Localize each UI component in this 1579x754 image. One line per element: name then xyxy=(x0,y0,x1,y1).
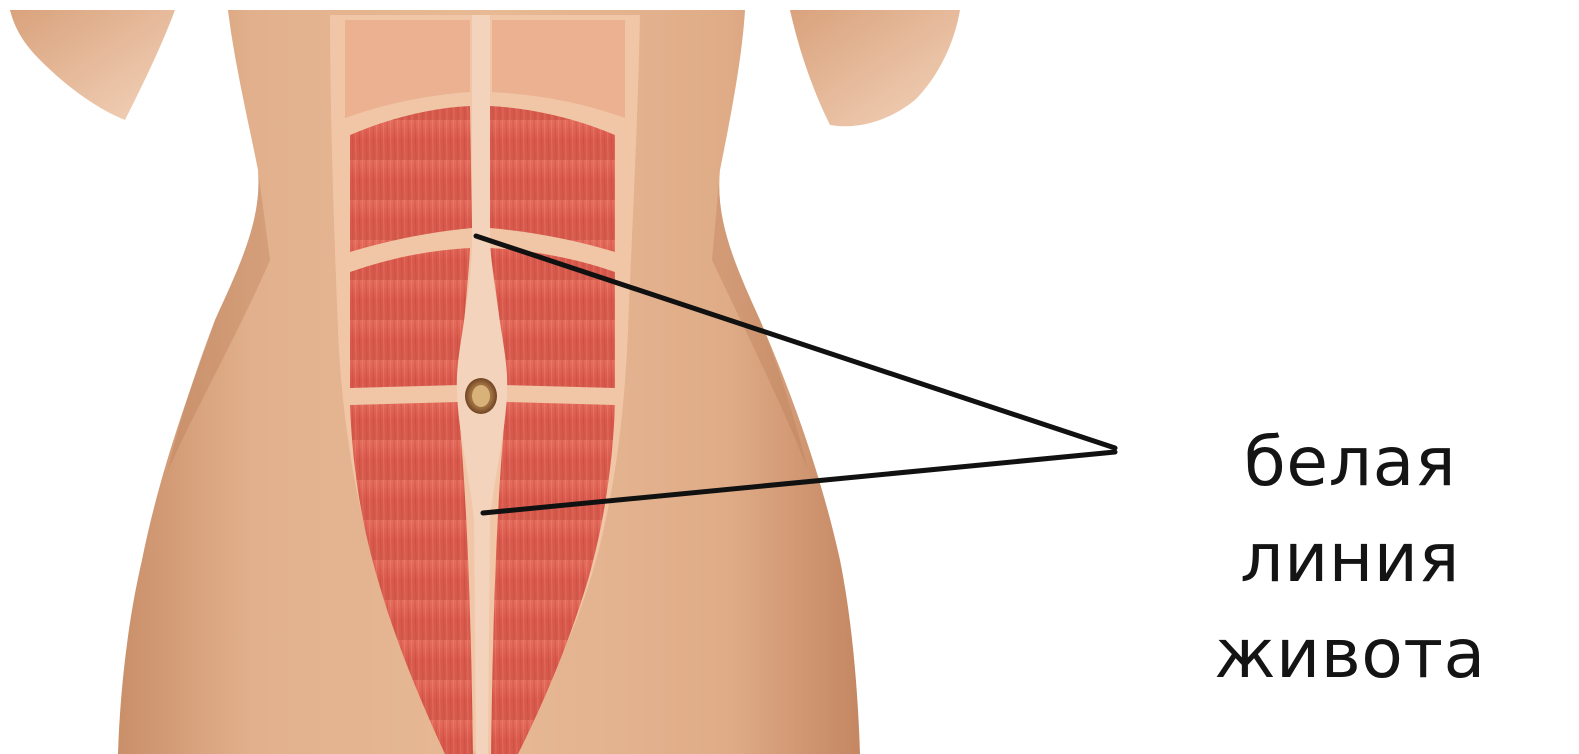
linea-alba-label: белая линия живота xyxy=(1125,415,1575,703)
muscle-segment-2-right xyxy=(490,248,615,388)
label-line-2: живота xyxy=(1125,607,1575,703)
label-line-1: белая линия xyxy=(1125,415,1575,607)
muscle-segment-2-left xyxy=(350,248,470,388)
left-arm xyxy=(10,10,175,120)
right-arm xyxy=(790,10,960,126)
